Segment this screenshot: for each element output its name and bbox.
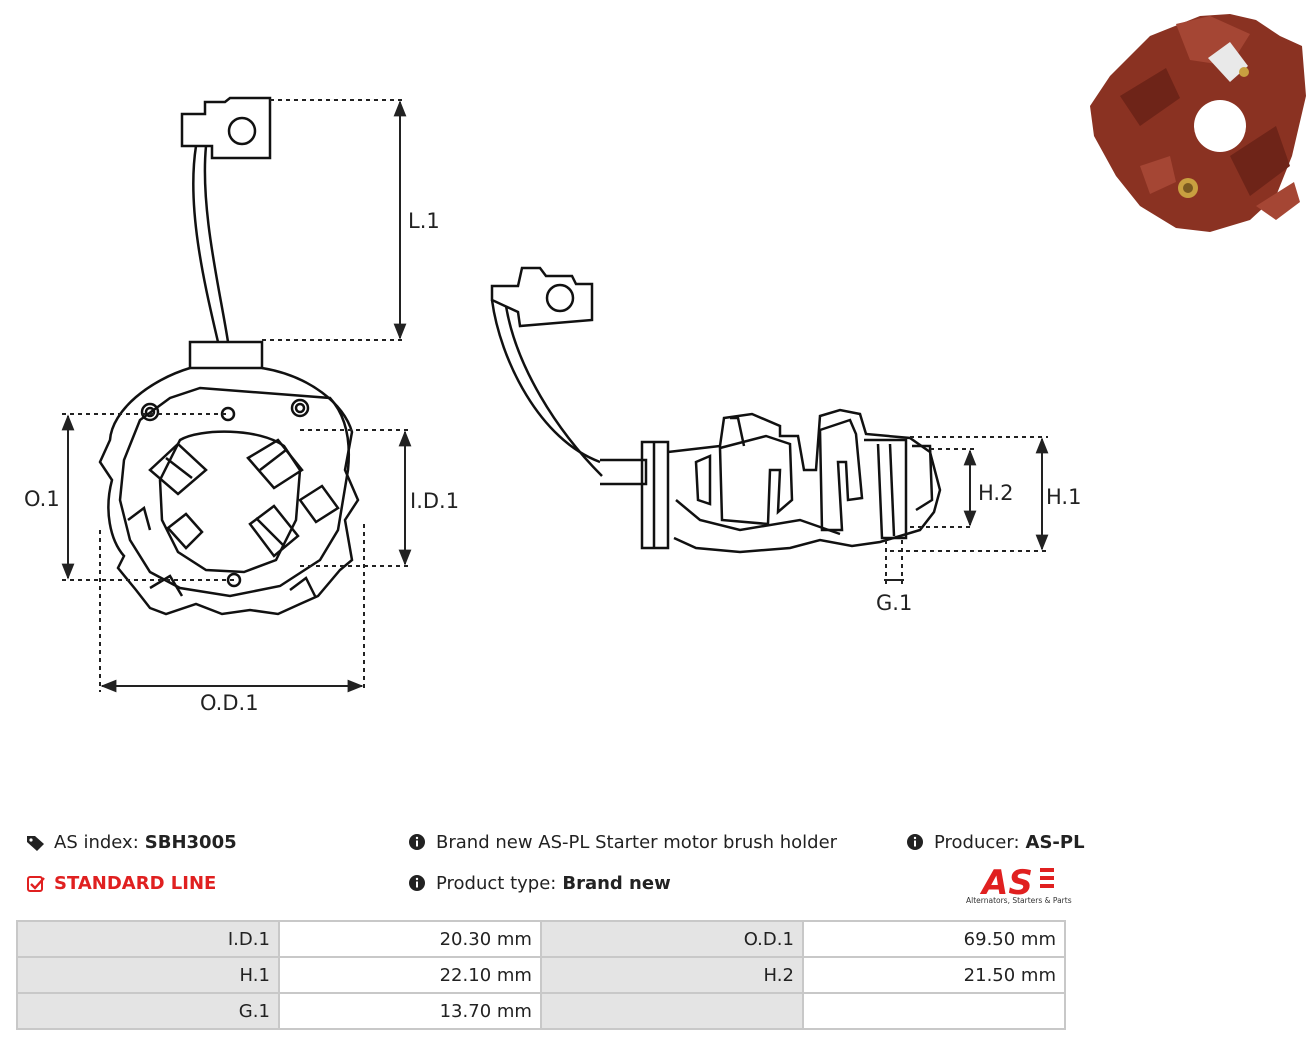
front-view	[98, 96, 360, 616]
spec-label: H.2	[539, 956, 804, 994]
dim-label-g1: G.1	[876, 591, 912, 615]
technical-drawing: L.1 O.1 I.D.1 O.D.1 H.2 H.1 G.1	[24, 96, 1081, 715]
checkbox-icon	[26, 874, 46, 894]
side-terminal	[490, 266, 594, 328]
logo-tagline: Alternators, Starters & Parts	[966, 896, 1072, 905]
as-index-value: SBH3005	[144, 832, 237, 853]
standard-line-badge: STANDARD LINE	[26, 873, 216, 894]
info-icon	[906, 833, 926, 853]
info-icon	[408, 833, 428, 853]
spec-value: 22.10 mm	[277, 956, 542, 994]
spec-value	[801, 992, 1067, 1030]
spec-label: G.1	[16, 992, 280, 1030]
table-row: H.1 22.10 mm H.2 21.50 mm	[16, 956, 1067, 994]
table-row: G.1 13.70 mm	[16, 992, 1067, 1030]
dim-label-l1: L.1	[408, 209, 440, 233]
spec-label: H.1	[16, 956, 280, 994]
tags-icon	[26, 833, 46, 853]
spec-value: 20.30 mm	[277, 920, 542, 958]
specs-table: I.D.1 20.30 mm O.D.1 69.50 mm H.1 22.10 …	[16, 920, 1067, 1030]
product-type-value: Brand new	[562, 873, 671, 894]
product-photo	[1090, 14, 1306, 232]
dim-label-o1: O.1	[24, 487, 60, 511]
producer: Producer: AS-PL	[906, 832, 1085, 853]
producer-value: AS-PL	[1025, 832, 1085, 853]
as-logo: AS	[979, 863, 1054, 903]
side-dimensions	[884, 436, 1049, 584]
front-terminal	[180, 96, 272, 160]
spec-value: 21.50 mm	[801, 956, 1067, 994]
as-index: AS index: SBH3005	[26, 832, 237, 853]
producer-label: Producer:	[934, 832, 1020, 853]
info-icon	[408, 874, 428, 894]
spec-value: 69.50 mm	[801, 920, 1067, 958]
table-row: I.D.1 20.30 mm O.D.1 69.50 mm	[16, 920, 1067, 958]
product-type-label: Product type:	[436, 873, 557, 894]
spec-label: O.D.1	[539, 920, 804, 958]
description: Brand new AS-PL Starter motor brush hold…	[408, 832, 837, 853]
dim-label-h1: H.1	[1046, 485, 1081, 509]
spec-value: 13.70 mm	[277, 992, 542, 1030]
description-text: Brand new AS-PL Starter motor brush hold…	[436, 832, 838, 853]
spec-label	[539, 992, 804, 1030]
dim-label-h2: H.2	[978, 481, 1013, 505]
spec-label: I.D.1	[16, 920, 280, 958]
side-view	[490, 266, 942, 554]
dim-label-id1: I.D.1	[410, 489, 459, 513]
product-type: Product type: Brand new	[408, 873, 671, 894]
standard-line-label: STANDARD LINE	[54, 873, 217, 894]
svg-text:AS: AS	[979, 863, 1033, 903]
as-index-label: AS index:	[54, 832, 139, 853]
dim-label-od1: O.D.1	[200, 691, 259, 715]
front-dimensions	[61, 99, 412, 693]
